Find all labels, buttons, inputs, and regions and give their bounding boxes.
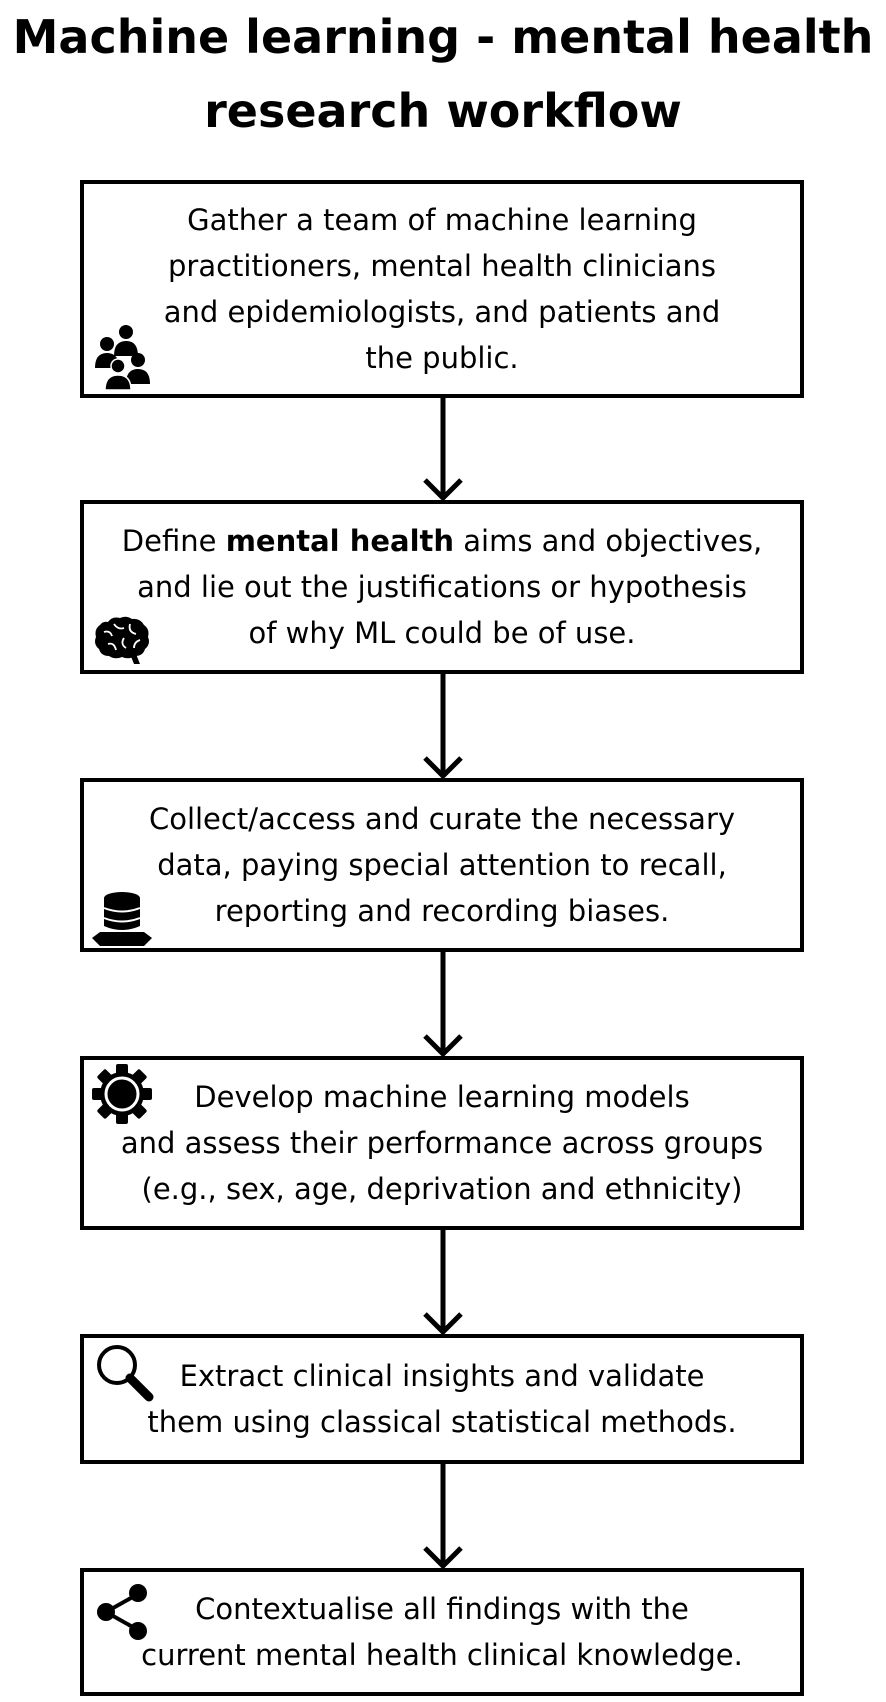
step-2-line-2: and lie out the justifications or hypoth…	[137, 570, 747, 604]
step-3-line-3: reporting and recording biases.	[214, 894, 670, 928]
step-2-prefix: Define	[121, 524, 226, 558]
title-line-2: research workflow	[204, 84, 682, 138]
step-5-text: Extract clinical insights and validate t…	[127, 1353, 756, 1445]
step-5-line-2: them using classical statistical methods…	[147, 1405, 737, 1439]
team-icon	[95, 325, 150, 390]
step-box-3: Collect/access and curate the necessary …	[80, 778, 804, 952]
step-box-2: Define mental health aims and objectives…	[80, 500, 804, 674]
step-box-6: Contextualise all findings with the curr…	[80, 1568, 804, 1696]
step-box-4: Develop machine learning models and asse…	[80, 1056, 804, 1230]
step-6-text: Contextualise all findings with the curr…	[121, 1586, 763, 1678]
step-4-line-3: (e.g., sex, age, deprivation and ethnici…	[141, 1172, 743, 1206]
step-1-text: Gather a team of machine learning practi…	[144, 197, 741, 381]
step-box-5: Extract clinical insights and validate t…	[80, 1334, 804, 1464]
step-1-line-4: the public.	[365, 341, 519, 375]
step-2-text: Define mental health aims and objectives…	[102, 518, 782, 656]
step-1-line-1: Gather a team of machine learning	[187, 203, 697, 237]
step-4-line-2: and assess their performance across grou…	[120, 1126, 764, 1160]
diagram-title: Machine learning - mental health researc…	[0, 0, 886, 148]
step-3-text: Collect/access and curate the necessary …	[129, 796, 755, 934]
step-2-suffix: aims and objectives,	[454, 524, 763, 558]
magnifier-icon	[97, 1345, 154, 1402]
step-6-line-2: current mental health clinical knowledge…	[141, 1638, 743, 1672]
database-icon	[92, 892, 152, 946]
step-1-line-3: and epidemiologists, and patients and	[163, 295, 721, 329]
brain-icon	[95, 616, 149, 664]
step-3-line-1: Collect/access and curate the necessary	[148, 802, 736, 836]
step-2-line-1: Define mental health aims and objectives…	[122, 518, 762, 564]
gear-icon	[92, 1064, 152, 1124]
title-line-1: Machine learning - mental health	[12, 10, 874, 64]
step-box-1: Gather a team of machine learning practi…	[80, 180, 804, 398]
step-5-line-1: Extract clinical insights and validate	[179, 1359, 705, 1393]
share-icon	[97, 1584, 147, 1640]
step-1-line-2: practitioners, mental health clinicians	[167, 249, 716, 283]
step-3-line-2: data, paying special attention to recall…	[157, 848, 727, 882]
step-2-line-3: of why ML could be of use.	[248, 616, 636, 650]
step-4-text: Develop machine learning models and asse…	[101, 1074, 783, 1212]
step-4-line-1: Develop machine learning models	[194, 1080, 690, 1114]
step-6-line-1: Contextualise all findings with the	[195, 1592, 689, 1626]
step-2-bold-term: mental health	[225, 524, 455, 558]
